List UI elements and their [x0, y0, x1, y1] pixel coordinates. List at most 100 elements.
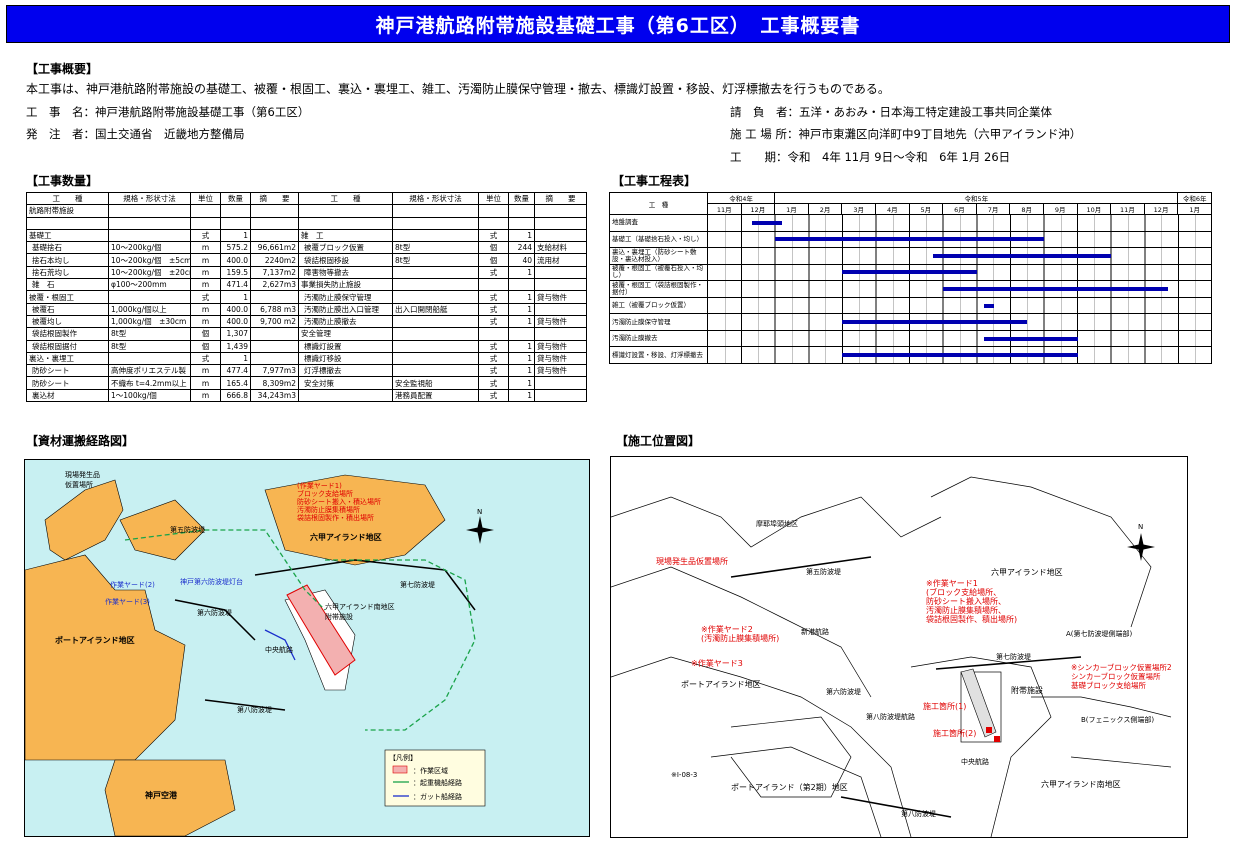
qty-cell: 流用材 — [534, 253, 587, 267]
schedule-month: 10月 — [1076, 203, 1112, 215]
table-row: 被覆・根固工（被覆石投入・均し） — [609, 263, 1212, 282]
schedule-row-label: 汚濁防止膜撤去 — [609, 329, 708, 348]
table-row: 地盤調査 — [609, 214, 1212, 232]
qty-cell: m — [190, 278, 221, 292]
qty-cell: 2240m2 — [250, 253, 299, 267]
qty-cell: m — [190, 302, 221, 316]
breakwater-dai7 — [254, 559, 476, 611]
period-label: 工 期： — [730, 150, 788, 164]
qty-cell: 式 — [478, 290, 509, 304]
qty-cell: 1 — [508, 364, 535, 378]
legend-gut-label: ：ガット船経路 — [413, 793, 462, 801]
work-area — [286, 584, 356, 676]
legend-area-label: ：作業区域 — [413, 767, 448, 775]
qty-cell: 式 — [478, 228, 509, 243]
schedule-gantt-cell — [707, 329, 1212, 348]
qty-cell: 400.0 — [220, 302, 251, 316]
overview-heading: 【工事概要】 — [26, 62, 99, 76]
loc-yard1-label: ※作業ヤード1 (ブロック支給場所、 防砂シート搬入場所、 汚濁防止膜集積場所、… — [926, 579, 1018, 624]
qty-cell — [220, 204, 251, 218]
qty-header-2: 単位 — [190, 191, 221, 206]
qty-cell — [534, 204, 587, 218]
qty-cell: 事業損失防止施設 — [298, 278, 393, 292]
route-yard3-label: 作業ヤード(3) — [105, 598, 150, 606]
shore-line-1 — [611, 496, 942, 548]
qty-cell — [534, 376, 587, 390]
schedule-gantt-cell — [707, 214, 1212, 232]
qty-cell — [250, 351, 299, 366]
shore-line-6 — [910, 656, 1052, 837]
qty-cell: 被覆・根固工 — [26, 290, 109, 304]
qty-cell — [534, 388, 587, 403]
site-value: 神戸市東灘区向洋町中9丁目地先（六甲アイランド沖） — [798, 127, 1082, 141]
qty-header-1: 規格・形状寸法 — [108, 191, 191, 206]
contractor: 請 負 者：五洋・あおみ・日本海工特定建設工事共同企業体 — [730, 104, 1052, 120]
breakwater-dai7-loc — [935, 656, 1082, 670]
route-blue — [264, 629, 296, 661]
shore-line-7 — [1031, 696, 1172, 718]
qty-header-5: 工 種 — [298, 191, 393, 206]
schedule-year: 令和4年 — [706, 192, 776, 204]
loc-port-island-label: ポートアイランド地区 — [681, 680, 761, 689]
schedule-gantt-cell — [707, 346, 1212, 364]
qty-cell: m — [190, 388, 221, 403]
qty-header-8: 数量 — [508, 191, 535, 206]
schedule-row-label: 被覆・根固工（被覆石投入・均し） — [609, 263, 708, 282]
schedule-gantt-cell — [707, 230, 1212, 249]
qty-cell — [250, 339, 299, 353]
qty-cell — [534, 278, 587, 292]
route-green-outer — [325, 559, 476, 731]
schedule-bar — [842, 270, 977, 275]
loc-temp-label: 現場発生品仮置場所 — [656, 557, 728, 566]
qty-cell: 式 — [478, 351, 509, 366]
breakwater-dai8-loc — [840, 796, 952, 818]
qty-cell — [108, 290, 191, 304]
qty-cell: 式 — [478, 302, 509, 316]
qty-header-0: 工 種 — [26, 191, 109, 206]
qty-cell: 8t型 — [392, 253, 479, 267]
qty-cell: m — [190, 265, 221, 280]
loc-yard3-label: ※作業ヤード3 — [691, 659, 743, 668]
schedule-row-label: 基礎工（基礎捨石投入・均し） — [609, 230, 708, 249]
qty-cell: 捨石荒均し — [26, 265, 109, 280]
site-marker-2 — [994, 736, 1000, 742]
table-row: 汚濁防止膜撤去 — [609, 329, 1212, 348]
qty-cell: 高伸度ポリエステル製 — [108, 364, 191, 378]
qty-cell — [534, 228, 587, 243]
qty-cell: 8t型 — [108, 327, 191, 341]
route-chuo-label: 中央航路 — [265, 646, 293, 654]
qty-cell: 1～100kg/個 — [108, 388, 191, 403]
qty-cell — [250, 228, 299, 243]
qty-cell: 式 — [478, 265, 509, 280]
quantities-table: 工 種規格・形状寸法単位数量摘 要工 種規格・形状寸法単位数量摘 要 航路附帯施… — [26, 191, 587, 403]
schedule-month: 1月 — [774, 203, 809, 215]
route-port-island-label: ポートアイランド地区 — [55, 636, 135, 645]
qty-cell — [508, 278, 535, 292]
route-rokko-label: 六甲アイランド地区 — [310, 533, 382, 542]
project-name-value: 神戸港航路附帯施設基礎工事（第6工区） — [95, 105, 310, 119]
location-map-heading: 【施工位置図】 — [616, 434, 701, 448]
qty-cell — [298, 204, 393, 218]
qty-cell: 袋詰根固移設 — [298, 253, 393, 267]
qty-cell — [392, 339, 479, 353]
site-marker-1 — [986, 727, 992, 733]
qty-cell: 1,439 — [220, 339, 251, 353]
qty-cell — [250, 290, 299, 304]
qty-cell: 安全対策 — [298, 376, 393, 390]
schedule-month: 1月 — [1177, 203, 1212, 215]
qty-cell: 1 — [220, 228, 251, 243]
qty-cell: 575.2 — [220, 241, 251, 255]
loc-dai8-route-label: 第八防波堤航路 — [866, 713, 915, 721]
route-map-drawing — [25, 474, 494, 836]
shore-line-2 — [611, 566, 872, 698]
page-title: 神戸港航路附帯施設基礎工事（第6工区） 工事概要書 — [6, 5, 1230, 43]
schedule-month: 11月 — [1110, 203, 1145, 215]
qty-cell: 式 — [478, 388, 509, 403]
quantities-heading: 【工事数量】 — [26, 174, 99, 188]
shore-line-5 — [710, 746, 882, 837]
client-label: 発 注 者： — [26, 127, 95, 141]
qty-cell — [392, 216, 479, 230]
